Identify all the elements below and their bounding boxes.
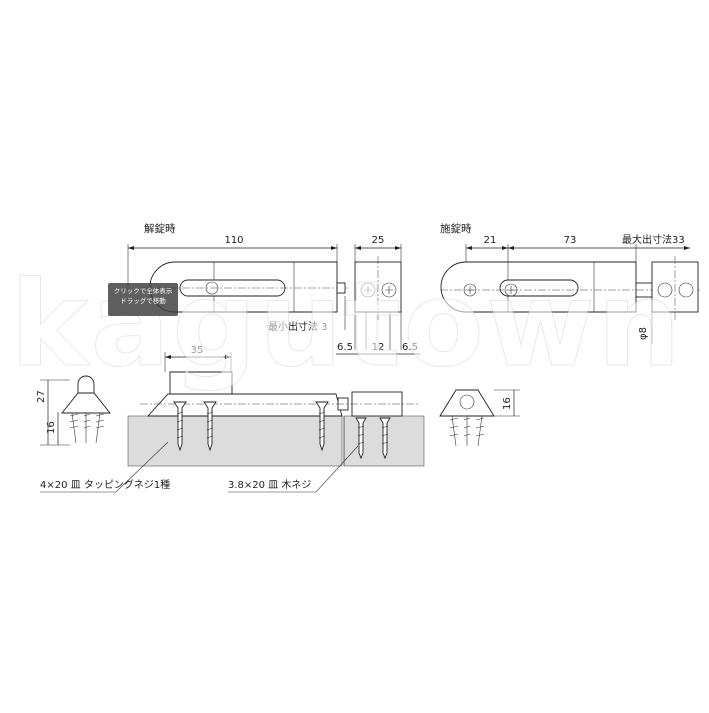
screw-set — [173, 401, 391, 460]
dim-27: 27 — [36, 390, 47, 403]
zoom-hint-line2: ドラッグで移動 — [120, 297, 166, 305]
tapping-screw-label: 4×20 皿 タッピングネジ1種 — [40, 478, 170, 491]
dim-16-right: 16 — [502, 397, 513, 410]
locked-side-view: φ8 — [638, 256, 699, 344]
unlocked-side-view: 25 6.5 12 6.5 — [336, 235, 420, 355]
max-projection-label: 最大出寸法33 — [622, 233, 685, 246]
locked-label: 施錠時 — [440, 222, 472, 235]
wood-screw-label: 3.8×20 皿 木ネジ — [228, 479, 311, 491]
dim-side-center: 12 — [372, 342, 385, 353]
dim-73: 73 — [564, 235, 577, 246]
end-elevation-left: 27 16 — [36, 375, 111, 446]
dim-side-left: 6.5 — [337, 342, 353, 353]
dim-16-left: 16 — [46, 421, 57, 434]
end-elevation-right: 16 — [439, 389, 520, 447]
dim-110: 110 — [224, 235, 243, 246]
dim-side-right: 6.5 — [402, 342, 418, 353]
unlocked-label: 解錠時 — [144, 222, 176, 235]
unlocked-plan-view: 解錠時 110 最小出寸法 3 — [127, 222, 350, 333]
dim-35: 35 — [191, 345, 204, 356]
watermark: kagutown — [10, 255, 683, 393]
dim-21: 21 — [484, 235, 497, 246]
min-projection-label: 最小出寸法 3 — [268, 320, 328, 333]
dim-25: 25 — [372, 235, 385, 246]
locked-plan-view: 施錠時 21 73 最大出寸法33 — [440, 222, 700, 313]
mounted-elevation: 35 4×20 皿 タッピングネジ1種 3.8×20 皿 木ネジ — [40, 345, 425, 493]
dim-phi8: φ8 — [638, 327, 649, 340]
zoom-hint-line1: クリックで全体表示 — [113, 287, 173, 295]
zoom-hint-overlay[interactable]: クリックで全体表示 ドラッグで移動 — [108, 283, 178, 316]
